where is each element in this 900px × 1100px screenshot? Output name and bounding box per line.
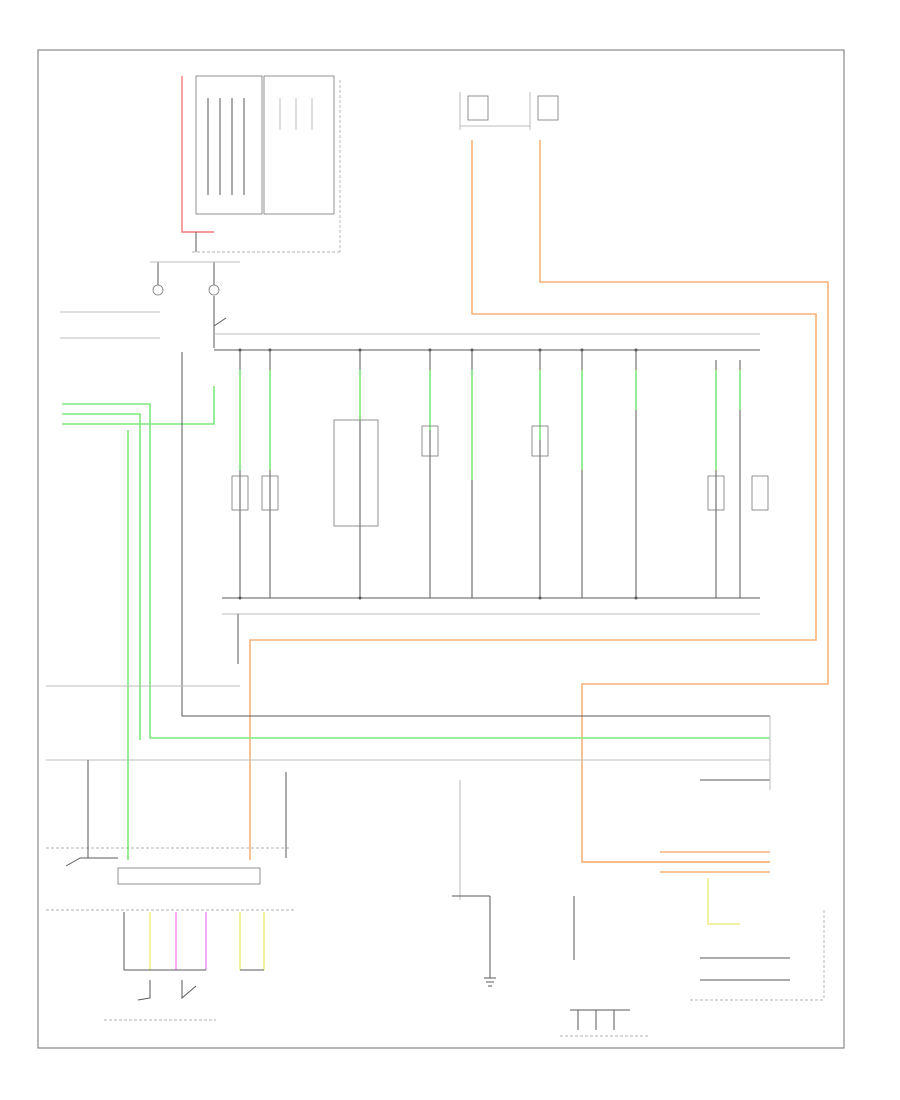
orange-feed-right (539, 140, 829, 863)
diagram-frame (37, 49, 845, 1049)
ground-center (452, 780, 575, 987)
right-connector (46, 614, 771, 790)
module-pin-column (207, 98, 313, 195)
splice-points (238, 348, 638, 600)
module-bottom-right (560, 851, 825, 1037)
fuse-block (459, 92, 559, 130)
orange-feed-left (249, 140, 817, 860)
combination-meter-module (181, 75, 341, 253)
cluster-harness (46, 909, 296, 1021)
green-harness (62, 352, 770, 860)
ignition-switch (60, 296, 227, 348)
ground-top-left (150, 261, 240, 296)
branch-circuits (231, 350, 769, 598)
instrument-cluster (46, 760, 290, 885)
